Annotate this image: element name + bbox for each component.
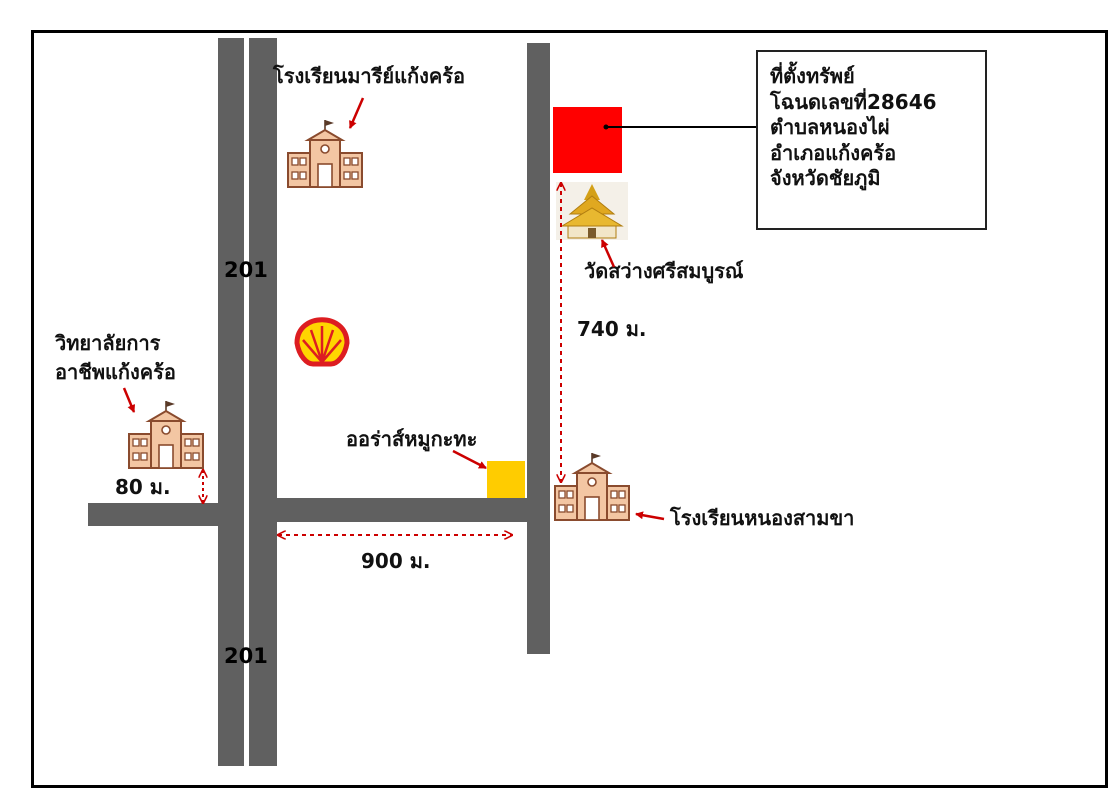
property-marker [553, 107, 622, 173]
highway-201-right-lane [249, 38, 277, 766]
highway-label-upper: 201 [224, 258, 268, 282]
school-icon-college [128, 400, 204, 469]
pointer-arrow-school-mari [348, 97, 365, 129]
highway-201-left-lane [218, 38, 244, 766]
restaurant-marker [487, 461, 525, 498]
east-vertical-road [527, 43, 550, 654]
pointer-arrow-college [122, 387, 136, 413]
property-province: จังหวัดชัยภูมิ [770, 166, 881, 191]
label-college-line1: วิทยาลัยการ [55, 331, 161, 355]
property-district: อำเภอแก้งคร้อ [770, 140, 897, 165]
property-title: ที่ตั้งทรัพย์ [770, 64, 855, 88]
pointer-arrow-temple [600, 239, 616, 268]
temple-icon [556, 182, 628, 240]
distance-side-road: 900 ม. [361, 549, 431, 573]
shell-logo [294, 317, 350, 367]
school-icon-nong-sam-kha [554, 452, 630, 521]
label-temple: วัดสว่างศรีสมบูรณ์ [584, 259, 744, 283]
label-college-line2: อาชีพแก้งคร้อ [55, 360, 176, 384]
highway-label-lower: 201 [224, 644, 268, 668]
distance-temple-to-school: 740 ม. [577, 317, 647, 341]
label-school-nong-sam-kha: โรงเรียนหนองสามขา [670, 506, 855, 530]
property-deed: โฉนดเลขที่28646 [770, 89, 937, 114]
pointer-arrow-restaurant [452, 449, 487, 470]
label-restaurant: ออร่าส์หมูกะทะ [346, 427, 478, 451]
property-subdistrict: ตำบลหนองไผ่ [770, 115, 890, 140]
school-icon-mari [287, 119, 363, 188]
west-side-road [88, 503, 218, 526]
property-info-box: ที่ตั้งทรัพย์ โฉนดเลขที่28646 ตำบลหนองไผ… [756, 50, 987, 230]
property-connector-dot [603, 124, 609, 130]
distance-college-offset: 80 ม. [115, 475, 171, 499]
east-side-road [277, 498, 527, 522]
pointer-arrow-school-nong-sam-kha [635, 511, 665, 521]
label-school-mari: โรงเรียนมารีย์แก้งคร้อ [273, 64, 465, 88]
